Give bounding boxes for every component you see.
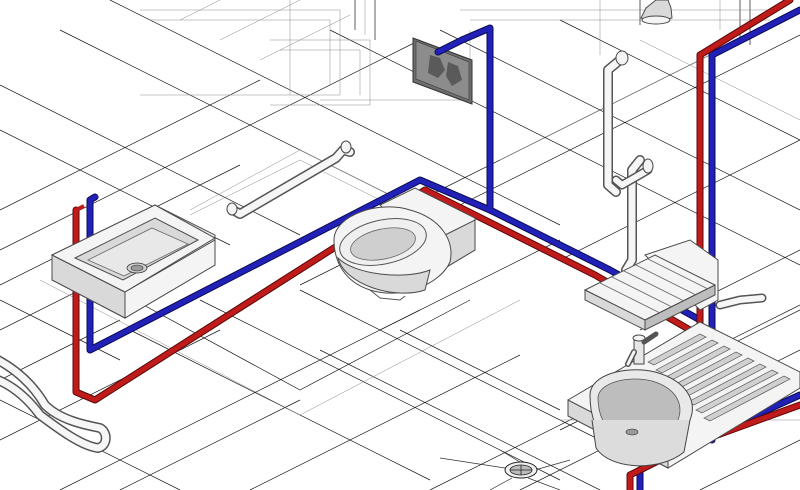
grab-bar-horizontal bbox=[226, 140, 355, 219]
wall-hung-toilet bbox=[333, 187, 476, 301]
flush-plate bbox=[412, 37, 473, 105]
fold-down-support-rail bbox=[611, 155, 654, 275]
mixer-tap bbox=[625, 331, 659, 367]
cone-lamp-icon bbox=[640, 0, 673, 25]
wash-basin bbox=[50, 194, 217, 319]
grab-bar-vertical bbox=[603, 50, 629, 197]
floor-drain-icon bbox=[439, 449, 571, 490]
swing-up-grab-rail bbox=[0, 355, 111, 453]
shower-seat bbox=[583, 239, 767, 331]
drain-icon bbox=[126, 262, 148, 274]
kitchen-sink-unit bbox=[567, 321, 800, 469]
drainer-grooves bbox=[647, 333, 791, 422]
